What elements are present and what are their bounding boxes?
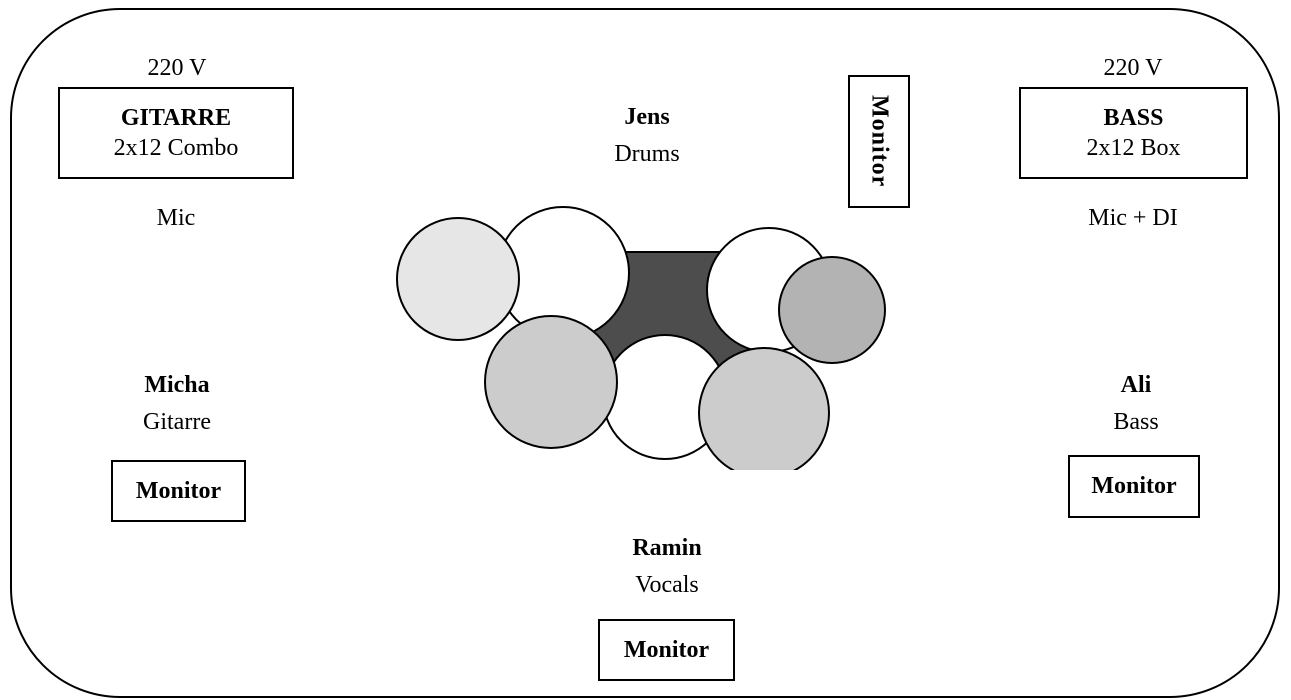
guitar-amp-box: GITARRE 2x12 Combo bbox=[58, 87, 294, 179]
singer-monitor: Monitor bbox=[598, 619, 735, 681]
guitar-amp-name: GITARRE bbox=[120, 105, 232, 131]
guitar-amp-mic: Mic bbox=[156, 205, 196, 231]
ride-cymbal bbox=[778, 256, 886, 364]
singer-name: Ramin bbox=[632, 535, 702, 561]
bass-amp-name: BASS bbox=[1103, 105, 1164, 131]
drummer-monitor: Monitor bbox=[848, 75, 910, 208]
crash-cymbal-right bbox=[698, 347, 830, 470]
bass-amp-type: 2x12 Box bbox=[1086, 135, 1181, 161]
bassist-role: Bass bbox=[1113, 409, 1159, 435]
bass-amp-box: BASS 2x12 Box bbox=[1019, 87, 1248, 179]
singer-monitor-label: Monitor bbox=[623, 636, 710, 663]
guitarist-monitor-label: Monitor bbox=[135, 477, 222, 504]
guitarist-role: Gitarre bbox=[143, 409, 211, 435]
bassist-name: Ali bbox=[1120, 372, 1152, 398]
guitar-amp-type: 2x12 Combo bbox=[113, 135, 239, 161]
drummer-monitor-label: Monitor bbox=[866, 95, 893, 188]
guitar-amp-voltage: 220 V bbox=[147, 55, 207, 81]
bassist-monitor-label: Monitor bbox=[1091, 473, 1177, 499]
crash-cymbal-left bbox=[484, 315, 618, 449]
bass-amp-voltage: 220 V bbox=[1103, 55, 1163, 81]
bassist-monitor: Monitor bbox=[1068, 455, 1200, 518]
hi-hat bbox=[396, 217, 520, 341]
drum-kit bbox=[396, 206, 886, 470]
drummer-name: Jens bbox=[624, 104, 670, 130]
drummer-role: Drums bbox=[614, 141, 680, 167]
guitarist-monitor: Monitor bbox=[111, 460, 246, 522]
stage-outline bbox=[10, 8, 1280, 698]
bass-amp-mic: Mic + DI bbox=[1088, 205, 1178, 231]
singer-role: Vocals bbox=[635, 572, 699, 598]
guitarist-name: Micha bbox=[144, 372, 210, 398]
